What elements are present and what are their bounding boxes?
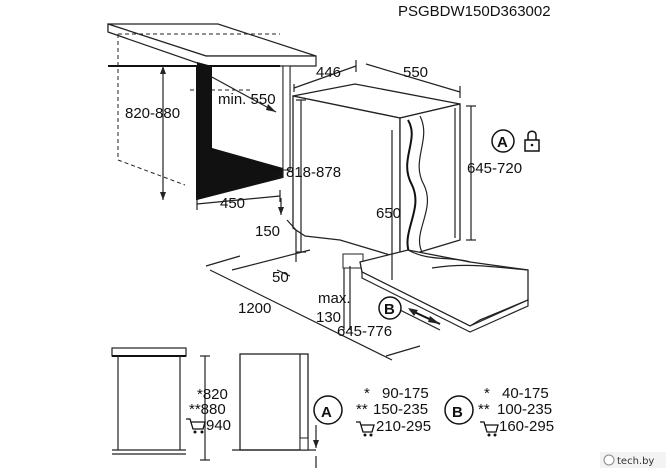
watermark: tech.by (600, 452, 666, 468)
marker-b-letter: B (384, 301, 395, 318)
table-b-marker: B (452, 404, 463, 421)
dim-450: 450 (220, 195, 245, 212)
dim-130: 130 (316, 309, 341, 326)
cart-icon (480, 421, 499, 437)
side-view-appliance (232, 353, 319, 468)
marker-b-door: B (378, 296, 402, 320)
table-b-val-2: 100-235 (497, 401, 552, 418)
dim-max-label: max. (318, 290, 351, 307)
lock-icon (524, 130, 540, 152)
side-label-880: **880 (189, 401, 226, 418)
side-panel-black (197, 62, 283, 200)
table-b: B * 40-175 ** 100-235 160-295 (444, 385, 554, 437)
table-b-val-1: 40-175 (502, 385, 549, 402)
dim-50: 50 (272, 269, 289, 286)
cart-icon (356, 421, 375, 437)
side-label-820: *820 (197, 386, 228, 403)
table-b-key-1: * (484, 385, 490, 402)
side-view-counter (111, 347, 210, 461)
table-a: A * 90-175 ** 150-235 210-295 (313, 385, 431, 437)
table-a-val-1: 90-175 (382, 385, 429, 402)
cart-icon (186, 418, 206, 434)
marker-a-top: A (491, 129, 515, 153)
table-b-val-3: 160-295 (499, 418, 554, 435)
dim-818-878: 818-878 (286, 164, 341, 181)
dim-1200: 1200 (238, 300, 271, 317)
dim-150: 150 (255, 223, 280, 240)
table-a-val-2: 150-235 (373, 401, 428, 418)
marker-a-letter: A (497, 134, 508, 151)
dimension-lines (160, 60, 476, 361)
table-a-marker: A (321, 404, 332, 421)
dim-650: 650 (376, 205, 401, 222)
table-b-key-2: ** (478, 401, 490, 418)
dim-550: 550 (403, 64, 428, 81)
side-label-940: 940 (206, 417, 231, 434)
table-a-key-1: * (364, 385, 370, 402)
table-a-key-2: ** (356, 401, 368, 418)
dishwasher (292, 83, 529, 333)
dim-645-776: 645-776 (337, 323, 392, 340)
cabinet-niche (107, 23, 317, 200)
table-a-val-3: 210-295 (376, 418, 431, 435)
watermark-text: tech.by (617, 456, 654, 467)
model-code: PSGBDW150D363002 (398, 3, 551, 20)
dim-446: 446 (316, 64, 341, 81)
dim-645-720: 645-720 (467, 160, 522, 177)
dim-min-550: min. 550 (218, 91, 276, 108)
door-edge (406, 119, 417, 256)
dim-820-880: 820-880 (125, 105, 180, 122)
